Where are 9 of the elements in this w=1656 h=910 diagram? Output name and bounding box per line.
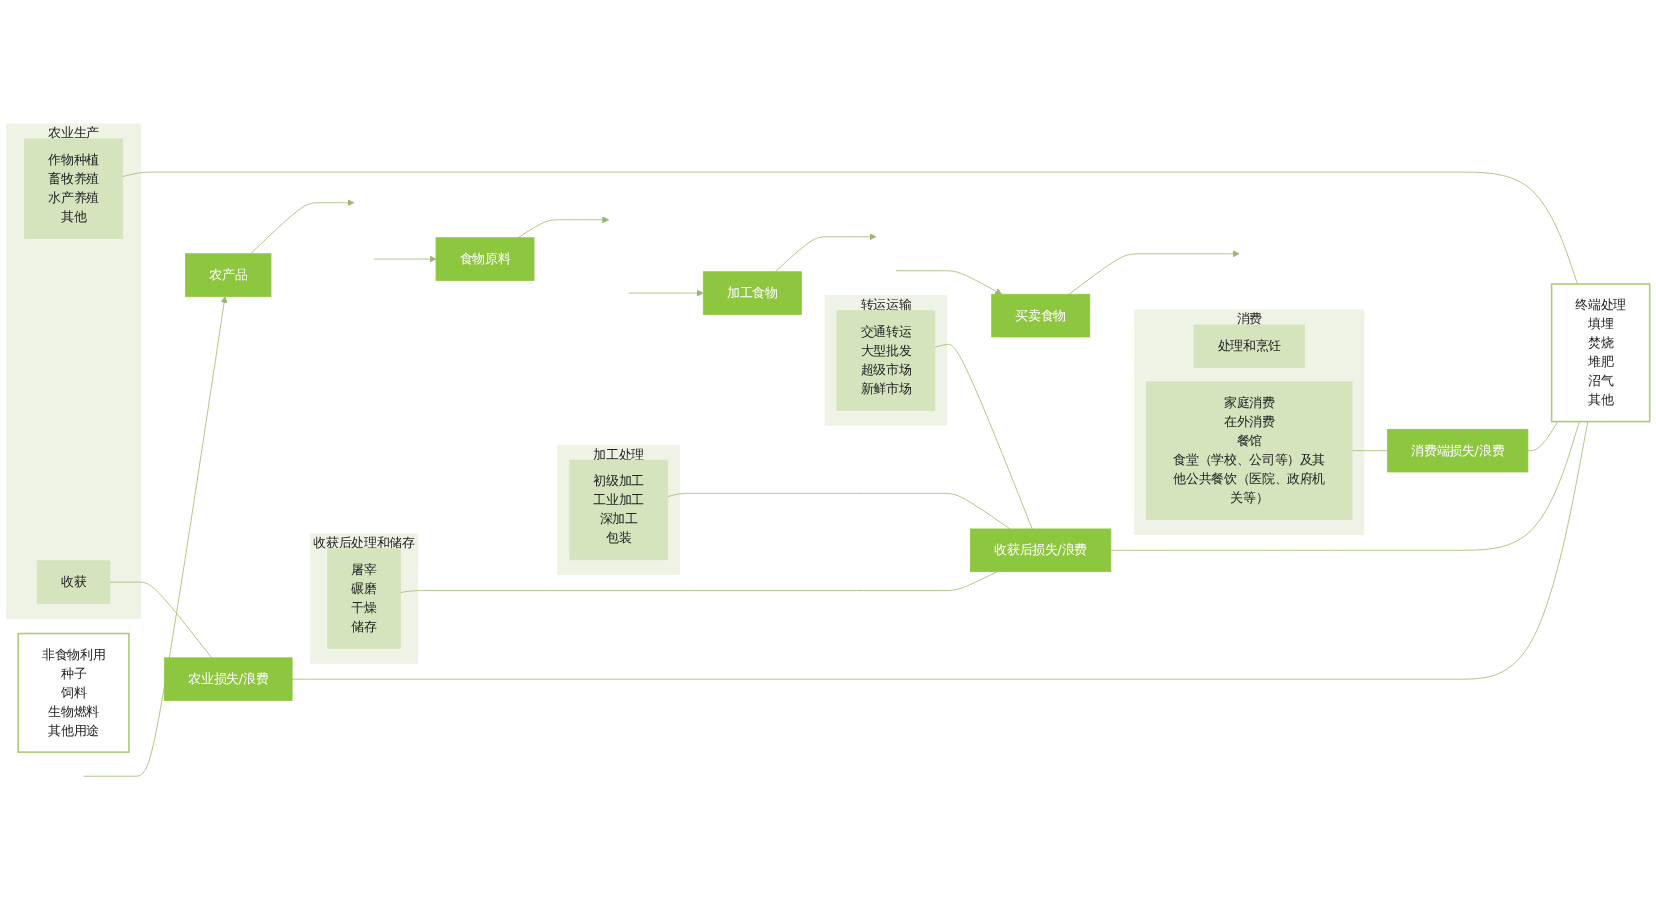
connector [1351, 450, 1388, 452]
connector [291, 421, 1589, 680]
connector [1110, 421, 1580, 551]
connector [667, 492, 1011, 530]
connector [109, 581, 213, 659]
connector [934, 343, 1033, 530]
connector [1527, 421, 1559, 452]
connector [400, 571, 998, 593]
connector [122, 171, 1578, 285]
